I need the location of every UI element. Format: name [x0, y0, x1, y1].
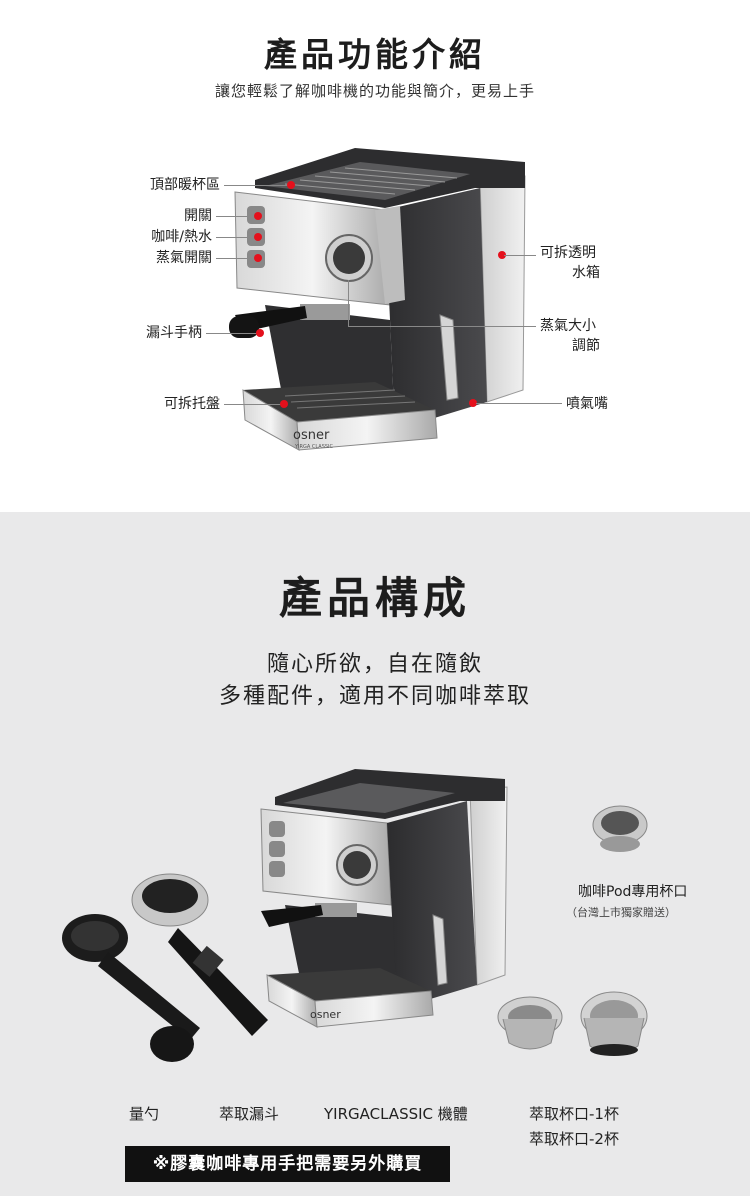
features-subtitle: 讓您輕鬆了解咖啡機的功能與簡介，更易上手: [214, 82, 535, 100]
label-coffee-hot-water: 咖啡/熱水: [151, 229, 212, 245]
marker-water-tank: [498, 251, 506, 259]
leader-steam-switch: [216, 258, 256, 259]
leader-steam-nozzle: [476, 403, 562, 404]
body-brand-text: osner: [310, 1008, 341, 1021]
leader-power: [216, 216, 256, 217]
label-portafilter: 漏斗手柄: [146, 325, 202, 341]
double-cup-filter-image: [580, 991, 648, 1056]
capsule-handle-notice: ※膠囊咖啡專用手把需要另外購買: [125, 1146, 450, 1182]
machine-body-image: osner: [260, 769, 508, 1028]
label-steam-nozzle: 噴氣嘴: [566, 396, 608, 412]
label-steam-adjust-line1: 蒸氣大小: [540, 318, 596, 334]
portafilter-image: [131, 873, 268, 1036]
measuring-scoop-image: [62, 914, 200, 1062]
components-tagline-2: 多種配件，適用不同咖啡萃取: [218, 684, 531, 709]
components-title: 產品構成: [279, 574, 471, 624]
pod-cup-image: [592, 805, 648, 852]
caption-portafilter: 萃取漏斗: [219, 1105, 280, 1123]
label-water-tank-line1: 可拆透明: [540, 245, 596, 261]
marker-drip-tray: [280, 400, 288, 408]
label-warming-area: 頂部暖杯區: [150, 177, 220, 193]
leader-steam-adjust: [348, 326, 536, 327]
machine-model-text: YIRGA CLASSIC: [294, 444, 334, 450]
caption-machine: YIRGACLASSIC 機體: [324, 1105, 468, 1123]
marker-warming-area: [287, 181, 295, 189]
features-section: 產品功能介紹 讓您輕鬆了解咖啡機的功能與簡介，更易上手: [0, 0, 750, 512]
marker-coffee-hot-water: [254, 233, 262, 241]
caption-cup1: 萃取杯口-1杯: [529, 1105, 619, 1123]
machine-brand-text: osner: [293, 428, 330, 443]
leader-steam-adjust-vertical: [348, 280, 349, 326]
marker-steam-nozzle: [469, 399, 477, 407]
leader-portafilter: [206, 333, 258, 334]
leader-coffee-hot-water: [216, 237, 256, 238]
single-cup-filter-image: [497, 996, 563, 1050]
espresso-machine-diagram: osner YIRGA CLASSIC: [229, 148, 526, 451]
caption-scoop: 量勺: [129, 1105, 160, 1123]
leader-water-tank: [504, 255, 536, 256]
label-power: 開關: [184, 208, 212, 224]
label-water-tank-line2: 水箱: [572, 265, 600, 281]
marker-steam-switch: [254, 254, 262, 262]
marker-portafilter: [256, 329, 264, 337]
components-tagline-1: 隨心所欲，自在隨飲: [266, 652, 483, 677]
pod-cup-label: 咖啡Pod專用杯口: [578, 884, 688, 900]
label-steam-switch: 蒸氣開關: [156, 250, 212, 266]
leader-drip-tray: [224, 404, 284, 405]
label-steam-adjust-line2: 調節: [572, 338, 600, 354]
leader-warming-area: [224, 185, 290, 186]
label-drip-tray: 可拆托盤: [164, 396, 220, 412]
features-title: 產品功能介紹: [264, 35, 486, 74]
caption-cup2: 萃取杯口-2杯: [529, 1130, 619, 1148]
marker-power: [254, 212, 262, 220]
pod-cup-note: （台灣上市獨家贈送）: [566, 906, 676, 919]
